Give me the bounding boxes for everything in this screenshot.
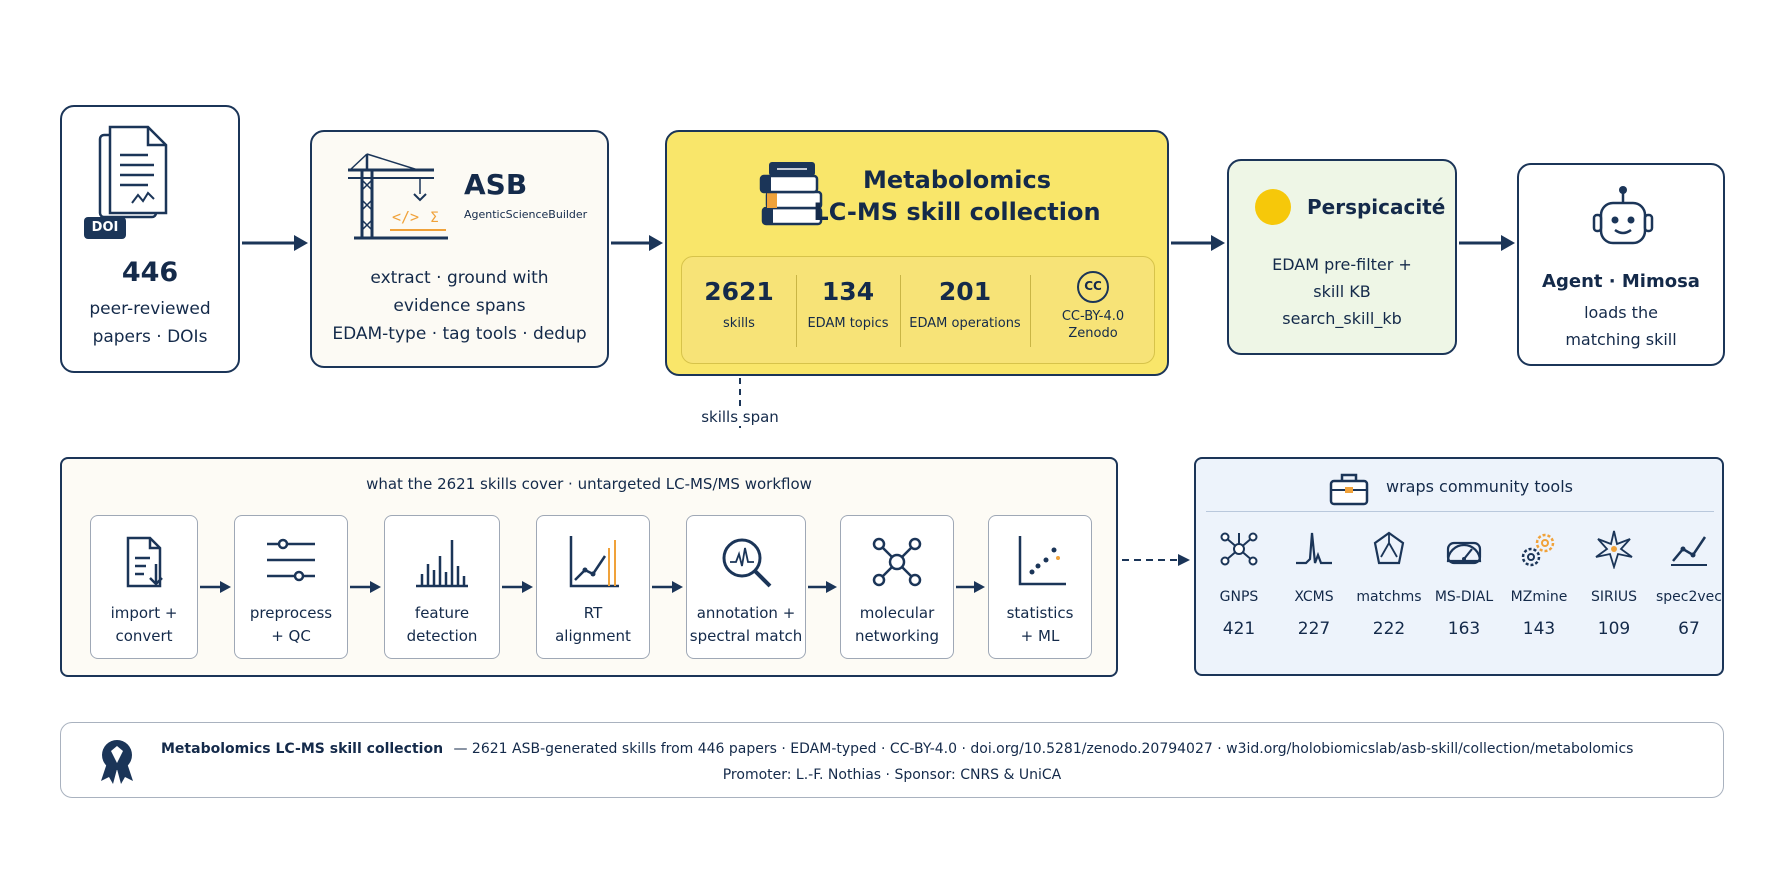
step-label: preprocess + QC xyxy=(249,604,333,645)
award-ribbon-icon xyxy=(101,740,133,784)
footer-collection-name: Metabolomics LC-MS skill collection xyxy=(161,741,444,757)
workflow-step-rt-alignment: RT alignment xyxy=(536,515,650,659)
arrow-papers-to-asb xyxy=(242,235,308,251)
arrow-workflow-to-tools xyxy=(1122,554,1190,566)
papers-label: peer-reviewed papers · DOIs xyxy=(89,299,211,347)
stat-divider xyxy=(900,275,901,347)
stat-edam-operations: 201 EDAM operations xyxy=(909,277,1021,331)
perspicacite-description: EDAM pre-filter + skill KB search_skill_… xyxy=(1272,255,1412,328)
asb-title: ASB xyxy=(464,168,528,201)
stat-divider xyxy=(1030,275,1031,347)
workflow-step-feature-detection: feature detection xyxy=(384,515,500,659)
step-label: statistics + ML xyxy=(1006,604,1074,645)
step-arrow xyxy=(200,581,231,593)
workflow-step-statistics: statistics + ML xyxy=(988,515,1092,659)
toolbox-icon xyxy=(1329,473,1369,506)
step-arrow xyxy=(350,581,381,593)
tools-title: wraps community tools xyxy=(1386,477,1573,496)
asb-description: extract · ground with evidence spans EDA… xyxy=(332,268,587,344)
step-arrow xyxy=(956,581,985,593)
footer-line-1: Metabolomics LC-MS skill collection — 26… xyxy=(161,741,1633,757)
step-arrow xyxy=(502,581,533,593)
stat-divider xyxy=(796,275,797,347)
tool-ms-dial: MS-DIAL 163 xyxy=(1429,529,1499,639)
collection-title: Metabolomics LC-MS skill collection xyxy=(813,166,1101,226)
tool-gnps: GNPS 421 xyxy=(1204,529,1274,639)
scatter-plot-icon xyxy=(1018,536,1066,586)
svg-text:Σ: Σ xyxy=(430,210,439,226)
arrow-perspicacite-to-agent xyxy=(1459,235,1515,251)
alignment-chart-icon xyxy=(569,536,619,588)
perspicacite-title: Perspicacité xyxy=(1307,195,1446,219)
workflow-step-annotation: annotation + spectral match xyxy=(686,515,806,659)
community-tools-box: wraps community tools GNPS 421 XCMS 227 … xyxy=(1194,457,1724,676)
step-arrow xyxy=(652,581,683,593)
workflow-step-import: import + convert xyxy=(90,515,198,659)
peak-icon xyxy=(1296,532,1332,565)
tool-xcms: XCMS 227 xyxy=(1279,529,1349,639)
step-label: feature detection xyxy=(406,604,478,645)
tool-spec2vec: spec2vec 67 xyxy=(1654,529,1724,639)
line-chart-icon xyxy=(1671,536,1707,566)
footer-details: — 2621 ASB-generated skills from 446 pap… xyxy=(453,741,1634,757)
agent-title: Agent · Mimosa xyxy=(1542,271,1700,292)
workflow-title: what the 2621 skills cover · untargeted … xyxy=(366,475,812,493)
agent-description: loads the matching skill xyxy=(1565,303,1677,349)
asb-box: </> Σ ASB AgenticScienceBuilder extract … xyxy=(310,130,609,368)
collection-stats-panel: 2621 skills 134 EDAM topics 201 EDAM ope… xyxy=(681,256,1155,364)
star-burst-icon xyxy=(1595,530,1633,569)
workflow-step-molecular-networking: molecular networking xyxy=(840,515,954,659)
document-icon xyxy=(98,125,168,219)
perspicacite-logo-dot xyxy=(1255,189,1291,225)
skill-collection-box: Metabolomics LC-MS skill collection 2621… xyxy=(665,130,1169,376)
gauge-icon xyxy=(1446,541,1482,565)
sliders-icon xyxy=(267,538,315,582)
robot-icon xyxy=(1592,186,1654,245)
peaks-icon xyxy=(416,540,468,588)
workflow-box: what the 2621 skills cover · untargeted … xyxy=(60,457,1118,677)
agent-box: Agent · Mimosa loads the matching skill xyxy=(1517,163,1725,366)
stat-edam-topics: 134 EDAM topics xyxy=(807,277,889,331)
step-label: molecular networking xyxy=(854,604,940,645)
step-label: annotation + spectral match xyxy=(689,604,803,645)
stat-skills: 2621 skills xyxy=(704,277,774,331)
tool-mzmine: MZmine 143 xyxy=(1504,529,1574,639)
magnifier-spectrum-icon xyxy=(722,538,772,588)
books-icon xyxy=(759,162,823,226)
network-icon xyxy=(872,537,922,587)
crane-icon: </> Σ xyxy=(348,153,448,240)
footer-citation: Metabolomics LC-MS skill collection — 26… xyxy=(60,722,1724,798)
papers-box: DOI 446 peer-reviewed papers · DOIs xyxy=(60,105,240,373)
footer-credits: Promoter: L.-F. Nothias · Sponsor: CNRS … xyxy=(722,767,1062,783)
skills-span-label: skills span xyxy=(690,408,790,426)
tools-divider xyxy=(1206,511,1714,512)
molecule-icon xyxy=(1373,531,1405,565)
svg-text:</>: </> xyxy=(392,208,419,226)
step-arrow xyxy=(808,581,837,593)
perspicacite-box: Perspicacité EDAM pre-filter + skill KB … xyxy=(1227,159,1457,355)
arrow-collection-to-perspicacite xyxy=(1171,235,1225,251)
step-label: import + convert xyxy=(110,604,178,645)
tool-sirius: SIRIUS 109 xyxy=(1579,529,1649,639)
arrow-asb-to-collection xyxy=(611,235,663,251)
step-label: RT alignment xyxy=(555,604,631,645)
asb-full-name: AgenticScienceBuilder xyxy=(464,208,588,221)
creative-commons-icon: CC xyxy=(1077,271,1109,303)
file-import-icon xyxy=(126,536,163,588)
paper-count: 446 xyxy=(121,257,179,288)
skills-span-connector xyxy=(739,378,741,428)
workflow-step-preprocess: preprocess + QC xyxy=(234,515,348,659)
license-info: CC CC-BY-4.0 Zenodo xyxy=(1030,257,1156,365)
network-icon xyxy=(1220,532,1258,566)
doi-badge: DOI xyxy=(84,217,126,239)
gears-icon xyxy=(1521,533,1555,567)
tool-matchms: matchms 222 xyxy=(1354,529,1424,639)
